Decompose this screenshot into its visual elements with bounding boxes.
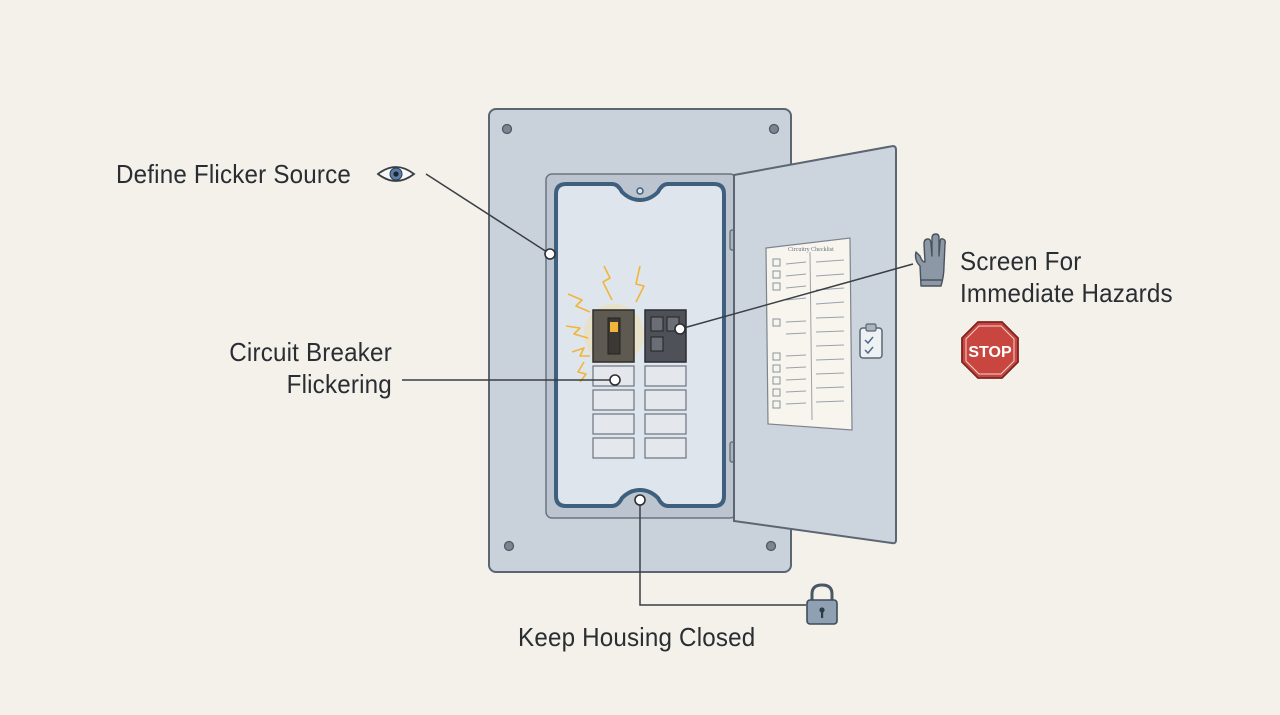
label-define-flicker-source: Define Flicker Source <box>116 158 351 190</box>
glove-icon <box>914 233 946 287</box>
screw <box>501 123 513 135</box>
label-screen-immediate-hazards: Screen For Immediate Hazards <box>960 245 1173 309</box>
leader-keep-closed <box>639 500 806 606</box>
eye-icon <box>376 166 416 182</box>
second-breaker <box>644 309 687 363</box>
flickering-breaker <box>584 304 644 364</box>
stop-sign-icon: STOP <box>961 321 1019 379</box>
label-keep-housing-closed: Keep Housing Closed <box>518 621 755 653</box>
padlock-icon <box>806 583 838 625</box>
label-circuit-breaker-flickering: Circuit Breaker Flickering <box>229 336 392 400</box>
screen-hazards-line-1: Screen For <box>960 246 1082 276</box>
checklist-paper: Circuitry Checklist <box>765 237 853 431</box>
screw <box>503 540 515 552</box>
leader-screen-hazards <box>679 263 914 330</box>
breaker-slots <box>592 365 687 459</box>
panel-door: Circuitry Checklist <box>733 144 897 545</box>
stop-sign-text: STOP <box>968 344 1012 361</box>
keep-housing-closed-text: Keep Housing Closed <box>518 622 756 652</box>
clipboard-icon <box>859 323 883 359</box>
screw <box>765 540 777 552</box>
callout-anchors <box>544 248 686 506</box>
circuit-breaker-line-1: Circuit Breaker <box>229 337 392 367</box>
checklist-title: Circuitry Checklist <box>788 247 834 253</box>
spark-marks <box>565 265 645 383</box>
circuit-breaker-line-2: Flickering <box>286 369 392 399</box>
screen-hazards-line-2: Immediate Hazards <box>960 278 1173 308</box>
define-flicker-source-text: Define Flicker Source <box>116 159 352 189</box>
callout-leaders <box>402 173 914 606</box>
leader-define-flicker <box>425 173 551 255</box>
screw <box>768 123 780 135</box>
